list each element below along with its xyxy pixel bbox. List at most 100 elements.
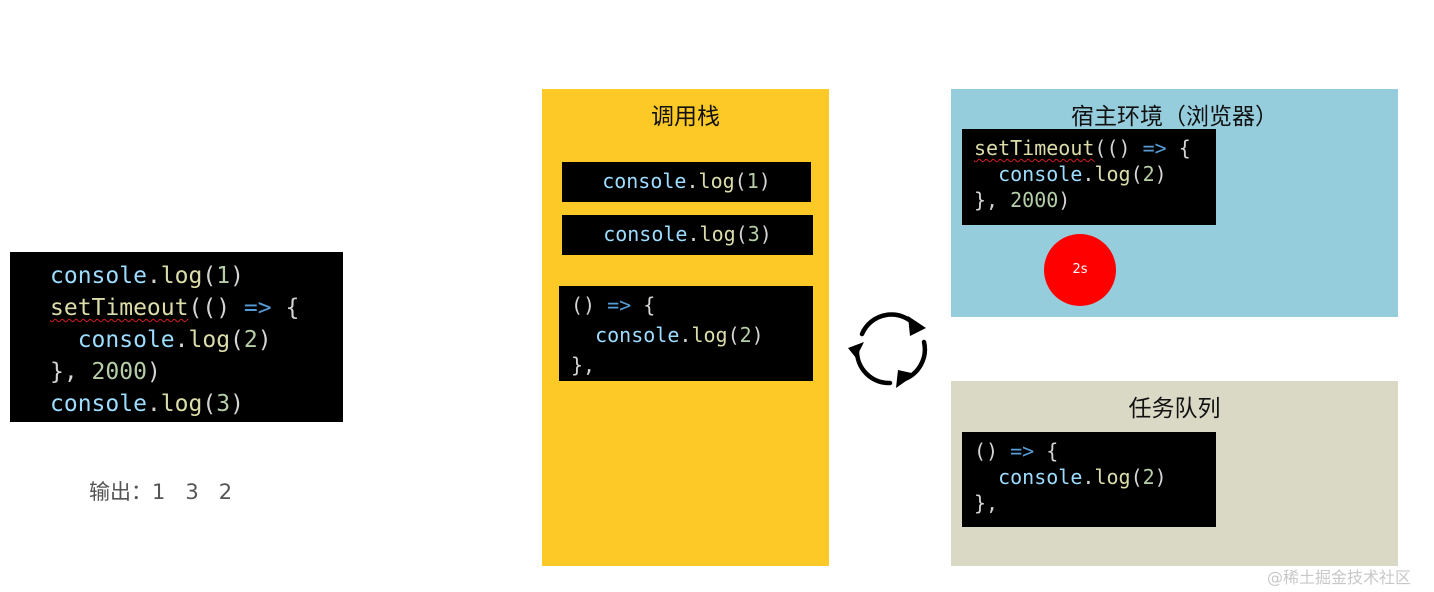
code-indent (974, 162, 998, 186)
code-token: { (271, 295, 300, 321)
code-token: . (146, 263, 161, 289)
code-token: => (1142, 136, 1167, 160)
code-token: 2 (1142, 162, 1155, 186)
stack-frame: console.log(1) (562, 162, 811, 202)
code-token: }, (974, 491, 999, 515)
code-token: console (595, 323, 680, 347)
code-token: ) (758, 169, 771, 193)
code-token: ) (1154, 162, 1167, 186)
code-token: . (686, 169, 699, 193)
stack-frame: console.log(3) (562, 215, 813, 255)
code-token: => (243, 295, 272, 321)
code-token: ( (1130, 465, 1143, 489)
code-token: 2 (1142, 465, 1155, 489)
code-line: setTimeout(() => { (50, 292, 343, 324)
code-token: ) (751, 323, 764, 347)
code-token: ( (735, 222, 748, 246)
code-token: ) (230, 263, 244, 289)
code-token: ) (1058, 188, 1071, 212)
code-token: ( (734, 169, 747, 193)
code-token: console (603, 222, 688, 246)
host-environment-panel: 宿主环境（浏览器） setTimeout(() => { console.log… (951, 89, 1398, 317)
code-token: setTimeout (50, 295, 189, 321)
code-token: log (1094, 162, 1131, 186)
code-line: () => { (571, 290, 813, 320)
code-token: console (602, 169, 687, 193)
code-token: 2 (243, 327, 258, 353)
arrowhead (848, 342, 864, 358)
stack-frame-callback: () => { console.log(2)}, (559, 286, 813, 381)
code-token: console (998, 162, 1083, 186)
code-token: ) (257, 327, 272, 353)
code-indent (50, 327, 78, 353)
code-token: 2000 (91, 359, 147, 385)
code-token: { (1166, 136, 1191, 160)
code-token: log (698, 169, 735, 193)
code-indent (571, 323, 595, 347)
code-token: . (174, 327, 189, 353)
output-values: 1 3 2 (152, 480, 233, 504)
code-token: ( (202, 263, 217, 289)
code-token: ( (230, 327, 244, 353)
host-environment-title: 宿主环境（浏览器） (1071, 104, 1278, 130)
cycle-arc (859, 312, 919, 337)
timer-circle: 2s (1044, 234, 1116, 306)
code-token: }, (571, 353, 596, 377)
code-token: . (679, 323, 692, 347)
code-line: console.log(2) (50, 324, 343, 356)
host-code-block: setTimeout(() => { console.log(2)}, 2000… (962, 129, 1216, 225)
source-code-block: console.log(1)setTimeout(() => { console… (10, 252, 343, 422)
code-token: log (699, 222, 736, 246)
code-token: 3 (216, 391, 231, 417)
code-line: }, 2000) (50, 356, 343, 388)
cycle-arc (854, 347, 893, 386)
code-token: log (691, 323, 728, 347)
task-queue-panel: 任务队列 () => { console.log(2)}, (951, 381, 1398, 566)
code-token: => (1010, 439, 1035, 463)
code-line: }, 2000) (974, 187, 1216, 213)
code-token: 1 (216, 263, 231, 289)
code-line: console.log(2) (974, 464, 1216, 490)
watermark: @稀土掘金技术社区 (1267, 568, 1412, 587)
code-token: 2 (739, 323, 752, 347)
code-token: 2000 (1010, 188, 1059, 212)
code-token: log (160, 391, 203, 417)
code-token: ) (230, 391, 244, 417)
code-token: ) (216, 295, 244, 321)
code-token: () (974, 439, 1011, 463)
call-stack-title: 调用栈 (651, 104, 720, 130)
code-token: 1 (746, 169, 759, 193)
code-token: ) (759, 222, 772, 246)
code-token: (( (188, 295, 217, 321)
code-token: (( (1094, 136, 1119, 160)
code-token: }, (974, 188, 1011, 212)
code-token: ) (146, 359, 161, 385)
code-token: ( (727, 323, 740, 347)
code-token: { (1034, 439, 1059, 463)
code-line: console.log(1) (50, 260, 343, 292)
arrowhead (908, 316, 926, 336)
code-token: ( (1130, 162, 1143, 186)
code-line: }, (974, 490, 1216, 516)
code-token: 3 (747, 222, 760, 246)
code-token: ) (1118, 136, 1143, 160)
code-token: () (571, 293, 608, 317)
code-line: }, (571, 350, 813, 380)
code-line: console.log(2) (571, 320, 813, 350)
code-token: . (1082, 465, 1095, 489)
code-indent (974, 465, 998, 489)
task-queue-title: 任务队列 (1128, 396, 1221, 422)
code-line: console.log(2) (974, 161, 1216, 187)
code-token: log (1094, 465, 1131, 489)
call-stack-panel: 调用栈 console.log(1) console.log(3) () => … (542, 89, 829, 566)
code-token: . (146, 391, 161, 417)
code-token: console (50, 391, 147, 417)
code-token: ) (1154, 465, 1167, 489)
code-token: ( (202, 391, 217, 417)
code-token: log (160, 263, 203, 289)
code-token: . (687, 222, 700, 246)
code-token: log (188, 327, 231, 353)
code-token: console (998, 465, 1083, 489)
output-label: 输出： (89, 480, 152, 504)
code-line: setTimeout(() => { (974, 135, 1216, 161)
